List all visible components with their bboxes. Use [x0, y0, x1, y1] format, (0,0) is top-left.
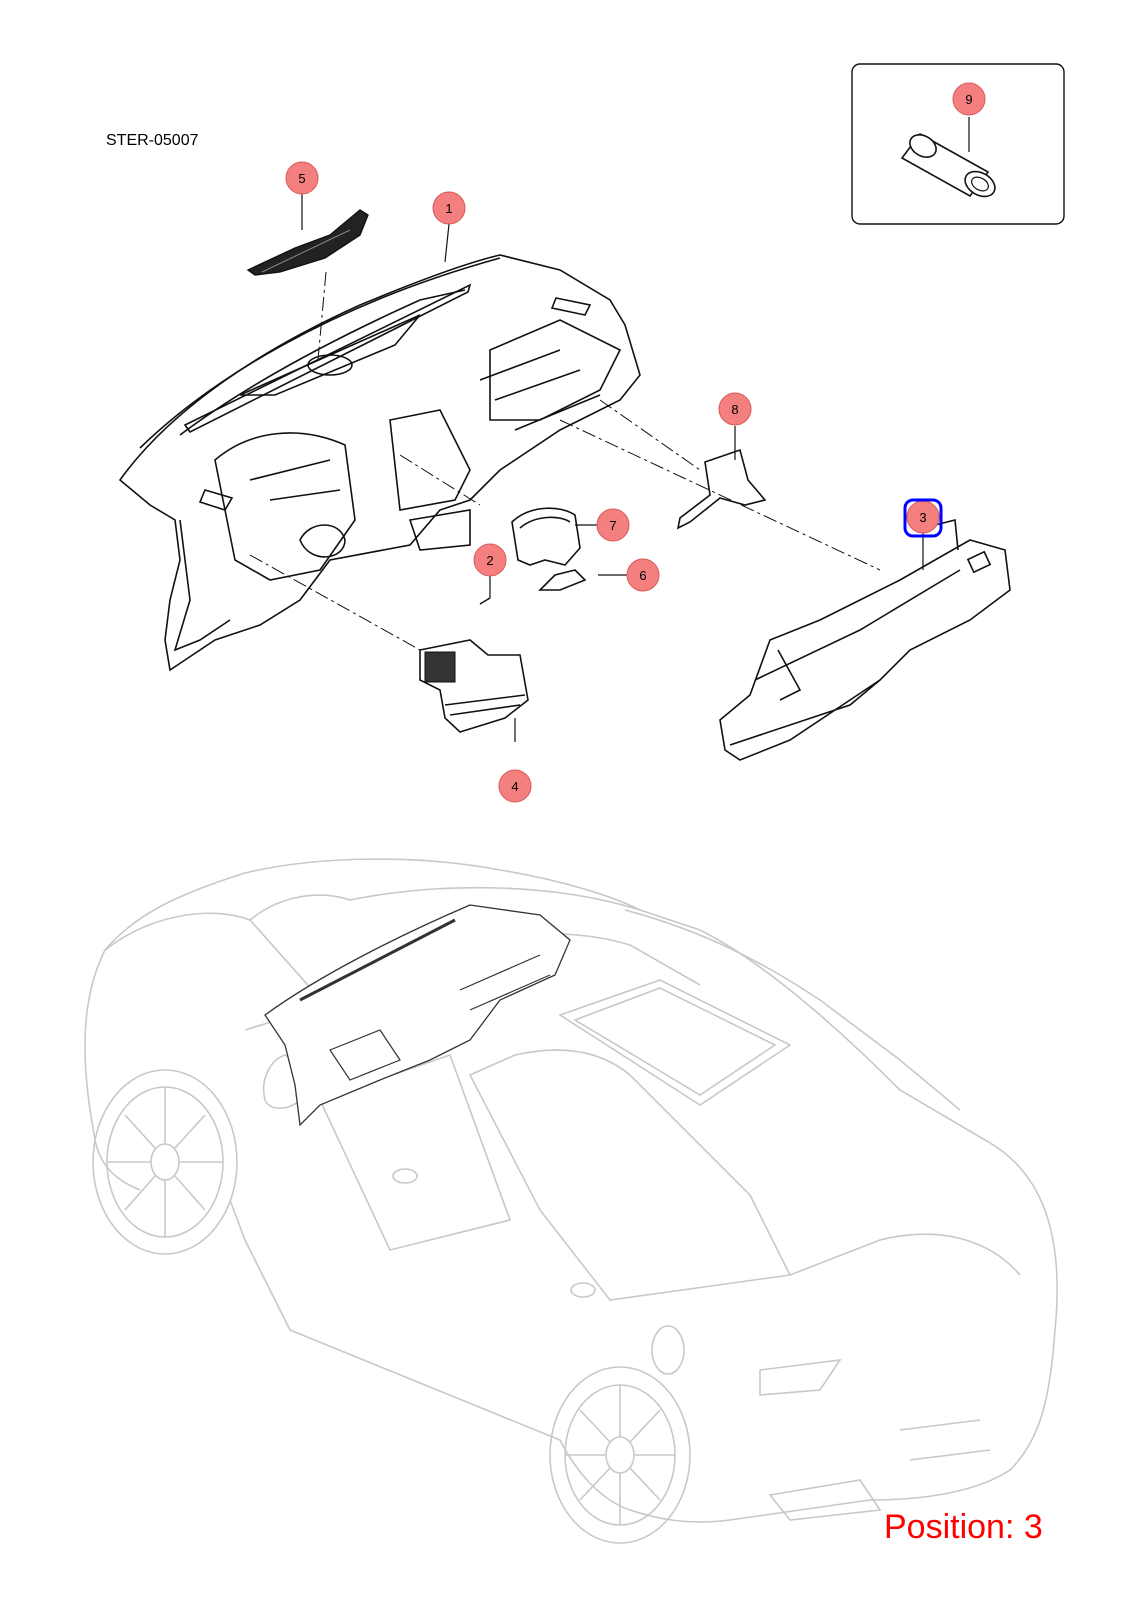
part-8-bracket	[676, 448, 767, 530]
part-5-defroster-grille	[246, 209, 369, 276]
part-9-cylinder	[900, 132, 996, 198]
svg-text:1: 1	[445, 201, 452, 216]
svg-text:9: 9	[965, 92, 972, 107]
callout-7[interactable]: 7	[596, 508, 630, 542]
selection-highlight	[903, 498, 943, 538]
position-indicator: Position: 3	[884, 1508, 1043, 1546]
svg-text:8: 8	[731, 402, 738, 417]
callout-6[interactable]: 6	[626, 558, 660, 592]
callout-9[interactable]: 9	[952, 82, 986, 116]
callout-8[interactable]: 8	[718, 392, 752, 426]
svg-text:4: 4	[511, 779, 518, 794]
svg-text:2: 2	[486, 553, 493, 568]
part-2-clip	[479, 597, 491, 605]
part-4-side-vent	[419, 639, 529, 733]
callout-3-selected[interactable]: 3	[903, 498, 943, 538]
callout-5[interactable]: 5	[285, 161, 319, 195]
callout-2[interactable]: 2	[473, 543, 507, 577]
callout-1[interactable]: 1	[432, 191, 466, 225]
diagram-code: STER-05007	[106, 132, 199, 149]
svg-text:3: 3	[919, 510, 926, 525]
part-3-lower-panel	[719, 518, 1011, 761]
svg-text:5: 5	[298, 171, 305, 186]
assembly-dash-lines	[249, 271, 881, 651]
part-7-trim-bracket	[511, 507, 581, 566]
part-1-instrument-panel	[118, 254, 641, 672]
vehicle-outline	[84, 858, 1058, 1544]
vehicle-dashboard-ghost	[264, 904, 571, 1127]
callout-4[interactable]: 4	[498, 769, 532, 803]
svg-text:6: 6	[639, 568, 646, 583]
svg-text:7: 7	[609, 518, 616, 533]
part-6-clip	[538, 569, 587, 591]
inset-box	[851, 63, 1065, 225]
